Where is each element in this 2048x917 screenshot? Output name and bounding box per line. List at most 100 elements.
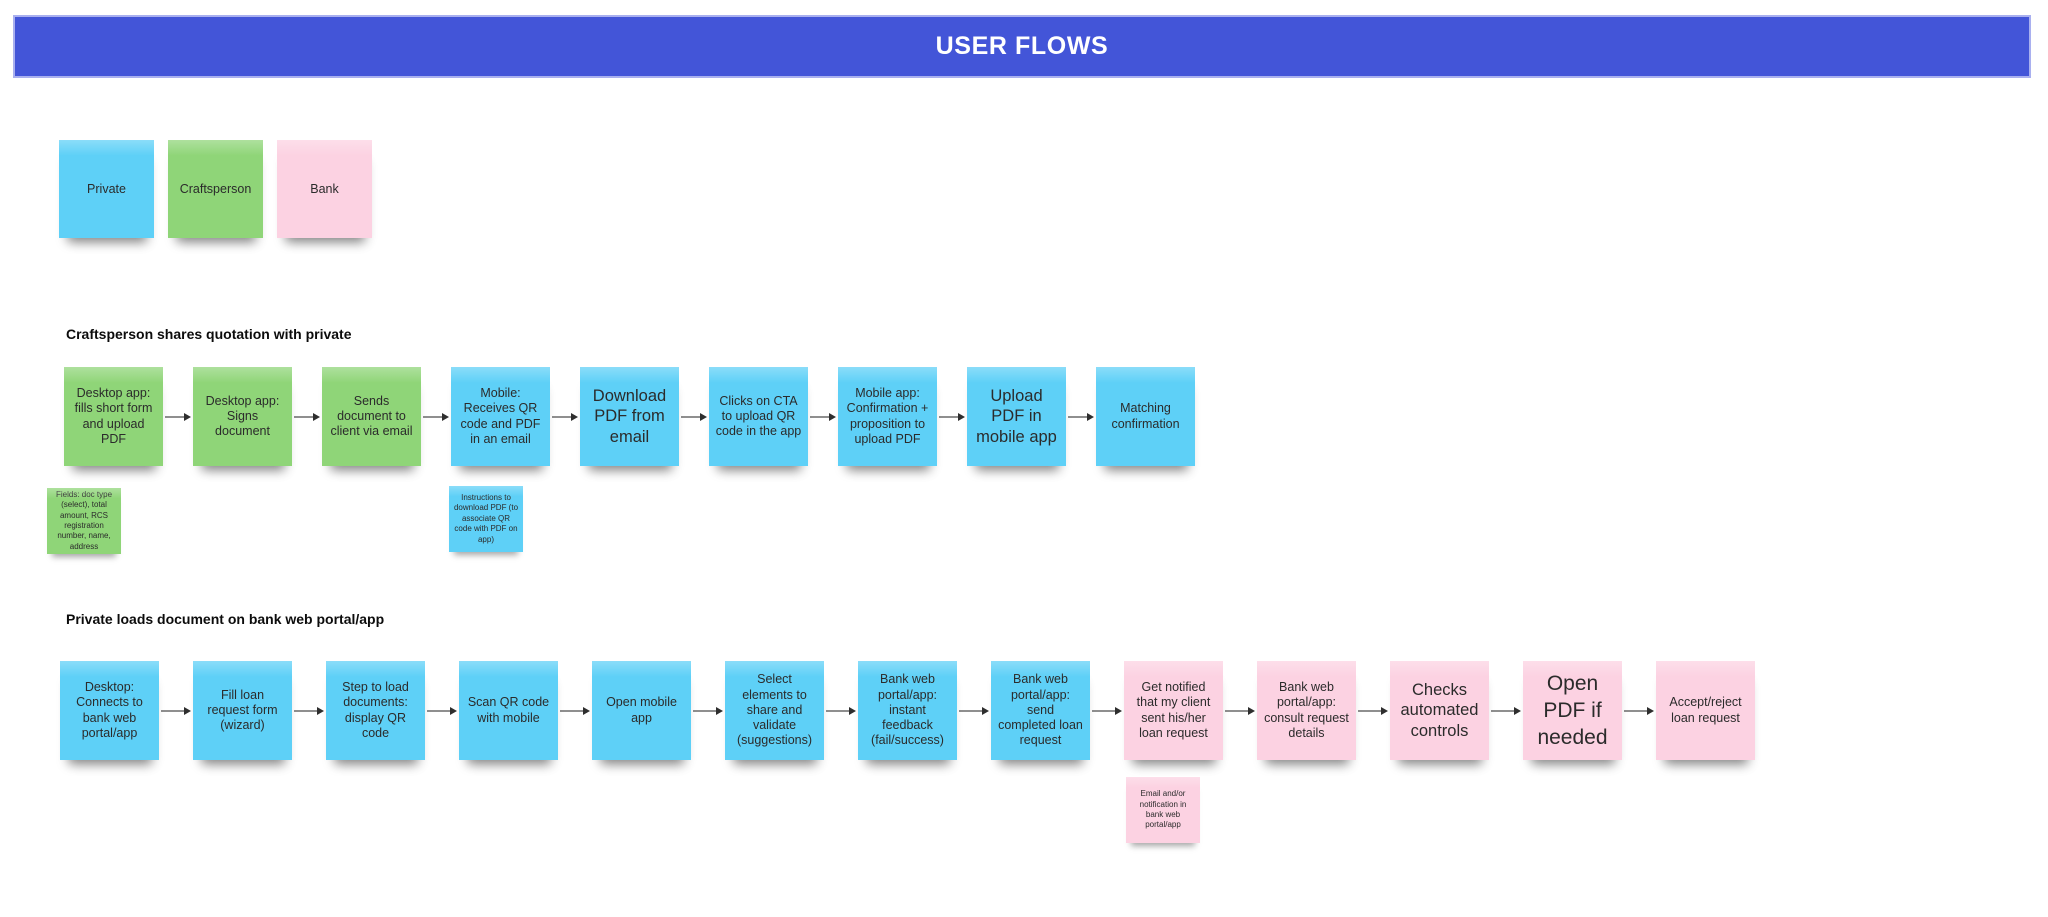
- arrow-head-icon: [442, 412, 449, 421]
- arrow-line: [294, 415, 313, 418]
- sticky-label: Email and/or notification in bank web po…: [1139, 789, 1187, 830]
- flow-arrow[interactable]: [550, 412, 580, 421]
- flow2-step-4[interactable]: Scan QR code with mobile: [459, 661, 558, 760]
- flow-arrow[interactable]: [1223, 706, 1257, 715]
- flow2-step-2[interactable]: Fill loan request form (wizard): [193, 661, 292, 760]
- flow2-step-9[interactable]: Get notified that my client sent his/her…: [1124, 661, 1223, 760]
- sticky-label: Upload PDF in mobile app: [976, 386, 1057, 446]
- flow1-heading[interactable]: Craftsperson shares quotation with priva…: [66, 326, 352, 342]
- flow1-note-instructions[interactable]: Instructions to download PDF (to associa…: [449, 486, 523, 552]
- arrow-line: [552, 415, 571, 418]
- flow2-step-12[interactable]: Open PDF if needed: [1523, 661, 1622, 760]
- flow2-row: Desktop: Connects to bank web portal/app…: [60, 661, 1755, 760]
- sticky-label: Get notified that my client sent his/her…: [1136, 680, 1211, 740]
- sticky-label: Select elements to share and validate (s…: [736, 672, 813, 748]
- flow2-step-13[interactable]: Accept/reject loan request: [1656, 661, 1755, 760]
- flow2-step-6[interactable]: Select elements to share and validate (s…: [725, 661, 824, 760]
- sticky-label: Instructions to download PDF (to associa…: [453, 493, 519, 544]
- arrow-head-icon: [982, 706, 989, 715]
- arrow-line: [1491, 709, 1514, 712]
- flow1-step-8[interactable]: Upload PDF in mobile app: [967, 367, 1066, 466]
- flow2-step-3[interactable]: Step to load documents: display QR code: [326, 661, 425, 760]
- flow1-step-1[interactable]: Desktop app: fills short form and upload…: [64, 367, 163, 466]
- sticky-label: Desktop: Connects to bank web portal/app: [76, 680, 143, 740]
- flow-arrow[interactable]: [159, 706, 193, 715]
- arrow-line: [423, 415, 442, 418]
- flow-arrow[interactable]: [163, 412, 193, 421]
- arrow-head-icon: [1381, 706, 1388, 715]
- flow2-note-notification[interactable]: Email and/or notification in bank web po…: [1126, 777, 1200, 843]
- arrow-head-icon: [1115, 706, 1122, 715]
- sticky-label: Open mobile app: [606, 695, 677, 725]
- arrow-head-icon: [1647, 706, 1654, 715]
- flow-arrow[interactable]: [292, 412, 322, 421]
- flow-arrow[interactable]: [1090, 706, 1124, 715]
- flow1-step-6[interactable]: Clicks on CTA to upload QR code in the a…: [709, 367, 808, 466]
- flow-arrow[interactable]: [421, 412, 451, 421]
- flow-arrow[interactable]: [824, 706, 858, 715]
- sticky-label: Open PDF if needed: [1537, 671, 1608, 750]
- flow1-step-9[interactable]: Matching confirmation: [1096, 367, 1195, 466]
- flow2-step-1[interactable]: Desktop: Connects to bank web portal/app: [60, 661, 159, 760]
- sticky-label: Fill loan request form (wizard): [207, 687, 278, 733]
- flow-arrow[interactable]: [808, 412, 838, 421]
- legend-note-bank[interactable]: Bank: [277, 140, 372, 238]
- arrow-line: [826, 709, 849, 712]
- flow-arrow[interactable]: [425, 706, 459, 715]
- arrow-head-icon: [958, 412, 965, 421]
- flow1-note-fields[interactable]: Fields: doc type (select), total amount,…: [47, 488, 121, 554]
- sticky-label: Sends document to client via email: [330, 393, 413, 439]
- arrow-head-icon: [829, 412, 836, 421]
- arrow-line: [161, 709, 184, 712]
- arrow-line: [810, 415, 829, 418]
- flow2-step-5[interactable]: Open mobile app: [592, 661, 691, 760]
- legend: Private Craftsperson Bank: [59, 140, 372, 238]
- flow-arrow[interactable]: [1356, 706, 1390, 715]
- flow1-step-2[interactable]: Desktop app: Signs document: [193, 367, 292, 466]
- arrow-head-icon: [583, 706, 590, 715]
- arrow-line: [560, 709, 583, 712]
- arrow-head-icon: [1248, 706, 1255, 715]
- flow1-step-5[interactable]: Download PDF from email: [580, 367, 679, 466]
- arrow-line: [427, 709, 450, 712]
- arrow-line: [1068, 415, 1087, 418]
- sticky-label: Bank web portal/app: send completed loan…: [998, 672, 1083, 748]
- flow1-step-7[interactable]: Mobile app: Confirmation + proposition t…: [838, 367, 937, 466]
- arrow-line: [939, 415, 958, 418]
- sticky-label: Matching confirmation: [1111, 401, 1180, 431]
- sticky-label: Step to load documents: display QR code: [342, 680, 409, 740]
- arrow-line: [959, 709, 982, 712]
- flow2-step-7[interactable]: Bank web portal/app: instant feedback (f…: [858, 661, 957, 760]
- sticky-label: Mobile: Receives QR code and PDF in an e…: [460, 386, 541, 446]
- flow2-step-8[interactable]: Bank web portal/app: send completed loan…: [991, 661, 1090, 760]
- flow1-step-4[interactable]: Mobile: Receives QR code and PDF in an e…: [451, 367, 550, 466]
- flow2-step-10[interactable]: Bank web portal/app: consult request det…: [1257, 661, 1356, 760]
- flow-arrow[interactable]: [1622, 706, 1656, 715]
- flow-arrow[interactable]: [691, 706, 725, 715]
- arrow-head-icon: [571, 412, 578, 421]
- sticky-label: Download PDF from email: [592, 386, 667, 446]
- arrow-head-icon: [849, 706, 856, 715]
- sticky-label: Craftsperson: [179, 182, 252, 196]
- title-banner[interactable]: USER FLOWS: [13, 15, 2031, 78]
- arrow-line: [294, 709, 317, 712]
- legend-note-private[interactable]: Private: [59, 140, 154, 238]
- flow-arrow[interactable]: [1066, 412, 1096, 421]
- flow-arrow[interactable]: [937, 412, 967, 421]
- arrow-head-icon: [317, 706, 324, 715]
- board-title: USER FLOWS: [935, 32, 1109, 60]
- flow-arrow[interactable]: [292, 706, 326, 715]
- legend-note-craftsperson[interactable]: Craftsperson: [168, 140, 263, 238]
- flow-arrow[interactable]: [679, 412, 709, 421]
- sticky-label: Fields: doc type (select), total amount,…: [55, 489, 113, 551]
- sticky-label: Bank web portal/app: consult request det…: [1264, 680, 1349, 740]
- flow-arrow[interactable]: [558, 706, 592, 715]
- sticky-label: Bank: [310, 182, 339, 196]
- flow1-step-3[interactable]: Sends document to client via email: [322, 367, 421, 466]
- sticky-label: Desktop app: fills short form and upload…: [74, 386, 153, 446]
- flow2-heading[interactable]: Private loads document on bank web porta…: [66, 611, 385, 627]
- flow2-step-11[interactable]: Checks automated controls: [1390, 661, 1489, 760]
- arrow-head-icon: [700, 412, 707, 421]
- flow-arrow[interactable]: [957, 706, 991, 715]
- flow-arrow[interactable]: [1489, 706, 1523, 715]
